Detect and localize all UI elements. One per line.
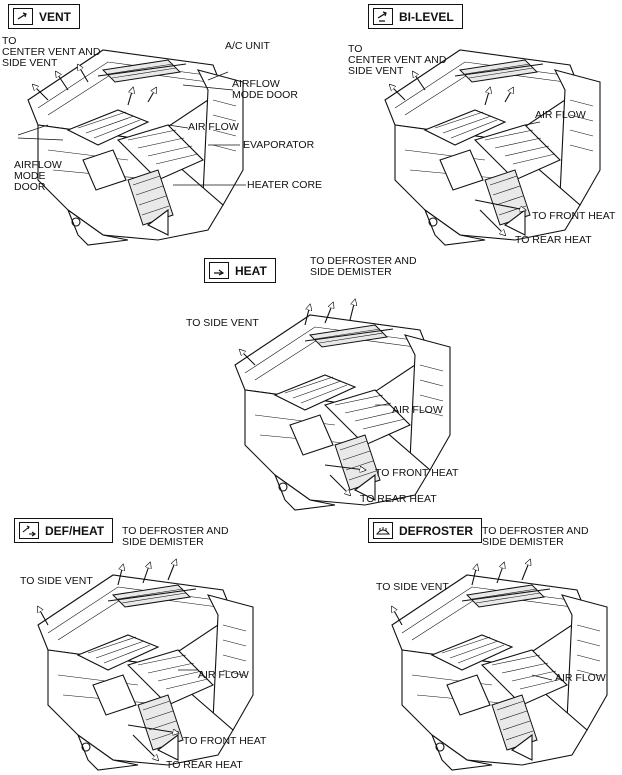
bilevel-mode-label: BI-LEVEL: [399, 9, 454, 24]
defroster-mode-label: DEFROSTER: [399, 523, 474, 538]
panel-heat: HEAT TO DEFROSTER AND SIDE DEMISTER TO S…: [170, 250, 470, 515]
defheat-label-to-side-vent: TO SIDE VENT: [20, 575, 93, 587]
panel-bilevel: BI-LEVEL TO CENTER VENT AND SIDE VENT AI…: [340, 0, 622, 250]
defroster-label-air-flow: AIR FLOW: [555, 672, 606, 684]
heat-label-to-defroster: TO DEFROSTER AND SIDE DEMISTER: [310, 255, 417, 278]
heat-label-to-side-vent: TO SIDE VENT: [186, 317, 259, 329]
defheat-mode-label: DEF/HEAT: [45, 523, 105, 538]
bilevel-label-to-center-vent: TO CENTER VENT AND SIDE VENT: [348, 43, 447, 77]
heat-label-to-front-heat: TO FRONT HEAT: [375, 467, 459, 479]
heat-label-to-rear-heat: TO REAR HEAT: [360, 493, 437, 505]
defheat-label-to-front-heat: TO FRONT HEAT: [183, 735, 267, 747]
heat-mode-icon: [209, 262, 229, 279]
defheat-mode-box: DEF/HEAT: [14, 518, 114, 543]
bilevel-mode-box: BI-LEVEL: [368, 4, 463, 29]
vent-ac-unit-drawing: [17, 49, 246, 246]
defroster-mode-icon: [373, 522, 393, 539]
vent-label-to-center-vent: TO CENTER VENT AND SIDE VENT: [2, 35, 101, 69]
heat-mode-box: HEAT: [204, 258, 276, 283]
defroster-label-to-defroster: TO DEFROSTER AND SIDE DEMISTER: [482, 525, 589, 548]
vent-label-ac-unit: A/C UNIT: [225, 40, 270, 52]
heat-mode-label: HEAT: [235, 263, 267, 278]
bilevel-label-to-rear-heat: TO REAR HEAT: [515, 234, 592, 246]
panel-defroster: DEFROSTER TO DEFROSTER AND SIDE DEMISTER…: [360, 515, 622, 775]
bilevel-label-air-flow: AIR FLOW: [535, 109, 586, 121]
panel-vent: VENT TO CENTER VENT AND SIDE VENT A/C UN…: [0, 0, 323, 250]
vent-label-airflow-mode-door-top: AIRFLOW MODE DOOR: [232, 78, 298, 101]
panel-defheat: DEF/HEAT TO DEFROSTER AND SIDE DEMISTER …: [0, 515, 330, 775]
vent-label-evaporator: EVAPORATOR: [243, 139, 315, 151]
vent-mode-box: VENT: [8, 4, 81, 29]
defroster-mode-box: DEFROSTER: [368, 518, 483, 543]
bilevel-mode-icon: [373, 8, 393, 25]
bilevel-label-to-front-heat: TO FRONT HEAT: [532, 210, 616, 222]
defheat-label-to-rear-heat: TO REAR HEAT: [166, 759, 243, 771]
heat-label-air-flow: AIR FLOW: [392, 404, 443, 416]
vent-mode-label: VENT: [39, 9, 72, 24]
vent-label-heater-core: HEATER CORE: [247, 179, 323, 191]
bilevel-ac-unit-drawing: [384, 49, 601, 246]
vent-label-air-flow: AIR FLOW: [188, 121, 239, 133]
defroster-label-to-side-vent: TO SIDE VENT: [376, 581, 449, 593]
defheat-ac-unit-drawing: [18, 555, 254, 771]
defheat-mode-icon: [19, 522, 39, 539]
defheat-label-to-defroster: TO DEFROSTER AND SIDE DEMISTER: [122, 525, 229, 548]
defheat-label-air-flow: AIR FLOW: [198, 669, 249, 681]
defroster-ac-unit-drawing: [372, 555, 608, 771]
vent-label-airflow-mode-door-left: AIRFLOW MODE DOOR: [14, 159, 62, 193]
vent-mode-icon: [13, 8, 33, 25]
heat-ac-unit-drawing: [234, 295, 451, 511]
